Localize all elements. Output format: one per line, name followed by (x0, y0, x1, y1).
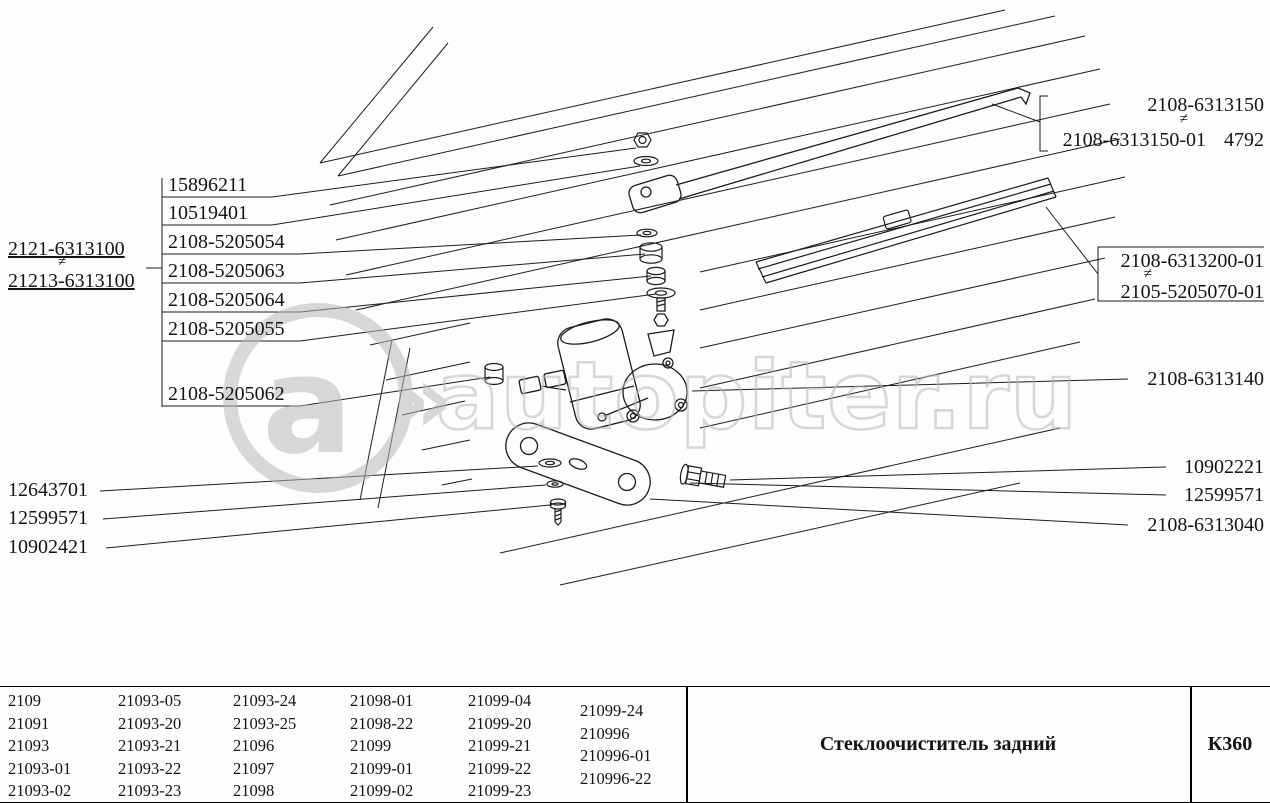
part-label: 2108-6313150 (1147, 94, 1264, 116)
model-cell: 21099-02 (350, 781, 414, 800)
model-cell: 210996-22 (580, 768, 652, 788)
watermark-letter: a (262, 327, 353, 484)
wiper-arm (628, 87, 1031, 214)
alt-model-label: 2121-6313100 (8, 238, 125, 260)
part-label: 2108-5205064 (168, 289, 285, 311)
wiper-blade (755, 177, 1057, 284)
part-label: 2108-6313200-01 (1120, 250, 1264, 272)
model-cell: 21093-20 (118, 713, 182, 733)
part-label: 12599571 (8, 507, 88, 529)
fasteners (538, 458, 727, 526)
model-cell: 21091 (8, 713, 50, 733)
model-cell: 21093-02 (8, 781, 72, 800)
watermark-chevron: » (392, 345, 453, 455)
model-cell: 2109 (8, 691, 41, 710)
model-cell: 21093-23 (118, 781, 182, 800)
model-cell: 21099-23 (468, 781, 532, 800)
not-interchangeable-mark: ≠ (1179, 111, 1188, 127)
part-number: 2108-6313150-01 (1062, 129, 1206, 151)
watermark-circle (223, 303, 413, 493)
part-label: 2108-6313140 (1147, 368, 1264, 390)
model-column: 21099-04 21099-20 21099-21 21099-22 2109… (468, 690, 531, 803)
alt-model-label: 21213-6313100 (8, 270, 135, 292)
part-label: 2108-5205062 (168, 383, 285, 405)
model-cell: 21093 (8, 736, 50, 755)
section-code: К360 (1207, 733, 1253, 755)
model-cell: 21099-01 (350, 758, 414, 778)
table-divider (686, 687, 688, 802)
mounting-bracket (505, 422, 651, 506)
glass-hatch-lines (319, 9, 1126, 586)
part-label: 2108-6313150-01 4792 (1063, 129, 1264, 152)
model-cell: 21093-01 (8, 758, 72, 778)
watermark-domain: autopiter.ru (436, 342, 1078, 451)
part-label: 12643701 (8, 479, 88, 501)
part-label: 2108-6313040 (1147, 514, 1264, 536)
model-cell: 21098-01 (350, 691, 414, 710)
model-cell: 21099-22 (468, 758, 532, 778)
model-column: 21093-24 21093-25 21096 21097 21098 (233, 690, 296, 803)
part-label: 2108-5205063 (168, 260, 285, 282)
model-column: 21098-01 21098-22 21099 21099-01 21099-0… (350, 690, 413, 803)
model-cell: 21098-22 (350, 713, 414, 733)
rubber-mount (484, 362, 504, 386)
model-cell: 21099 (350, 736, 392, 755)
model-cell: 210996-01 (580, 746, 652, 765)
model-cell: 21093-21 (118, 736, 182, 755)
model-cell: 21097 (233, 758, 275, 778)
applicability-table: 2109 21091 21093 21093-01 21093-02 21093… (0, 686, 1270, 803)
model-cell: 21093-24 (233, 691, 297, 710)
part-label: 12599571 (1184, 484, 1264, 506)
part-label: 2108-5205055 (168, 318, 285, 340)
model-cell: 21099-20 (468, 713, 532, 733)
part-label: 2105-5205070-01 (1120, 281, 1264, 303)
model-cell: 21099-24 (580, 701, 644, 720)
model-cell: 21099-21 (468, 736, 532, 755)
section-title: Стеклоочиститель задний (819, 733, 1057, 755)
model-cell: 21093-05 (118, 691, 182, 710)
model-column: 2109 21091 21093 21093-01 21093-02 (8, 690, 71, 803)
model-cell: 21098 (233, 781, 275, 800)
watermark: a » autopiter.ru (223, 303, 1078, 493)
model-cell: 21093-22 (118, 758, 182, 778)
model-column: 21093-05 21093-20 21093-21 21093-22 2109… (118, 690, 181, 803)
part-label: 2108-5205054 (168, 231, 285, 253)
rear-wiper-exploded-diagram: a » autopiter.ru (99, 9, 1264, 586)
table-divider (1190, 687, 1192, 802)
part-quantity: 4792 (1224, 129, 1264, 151)
part-label: 10902221 (1184, 456, 1264, 478)
model-cell: 210996 (580, 723, 630, 743)
part-label: 10902421 (8, 536, 88, 558)
wiper-motor (518, 297, 688, 430)
part-label: 15896211 (168, 174, 248, 196)
model-cell: 21093-25 (233, 713, 297, 733)
not-interchangeable-mark: ≠ (1143, 266, 1152, 282)
pivot-fastener-stack (633, 132, 676, 299)
model-column: 21099-24 210996 210996-01 210996-22 (580, 700, 652, 790)
not-interchangeable-mark: ≠ (58, 254, 67, 270)
model-cell: 21099-04 (468, 691, 532, 710)
part-label: 10519401 (168, 202, 248, 224)
model-cell: 21096 (233, 736, 275, 755)
